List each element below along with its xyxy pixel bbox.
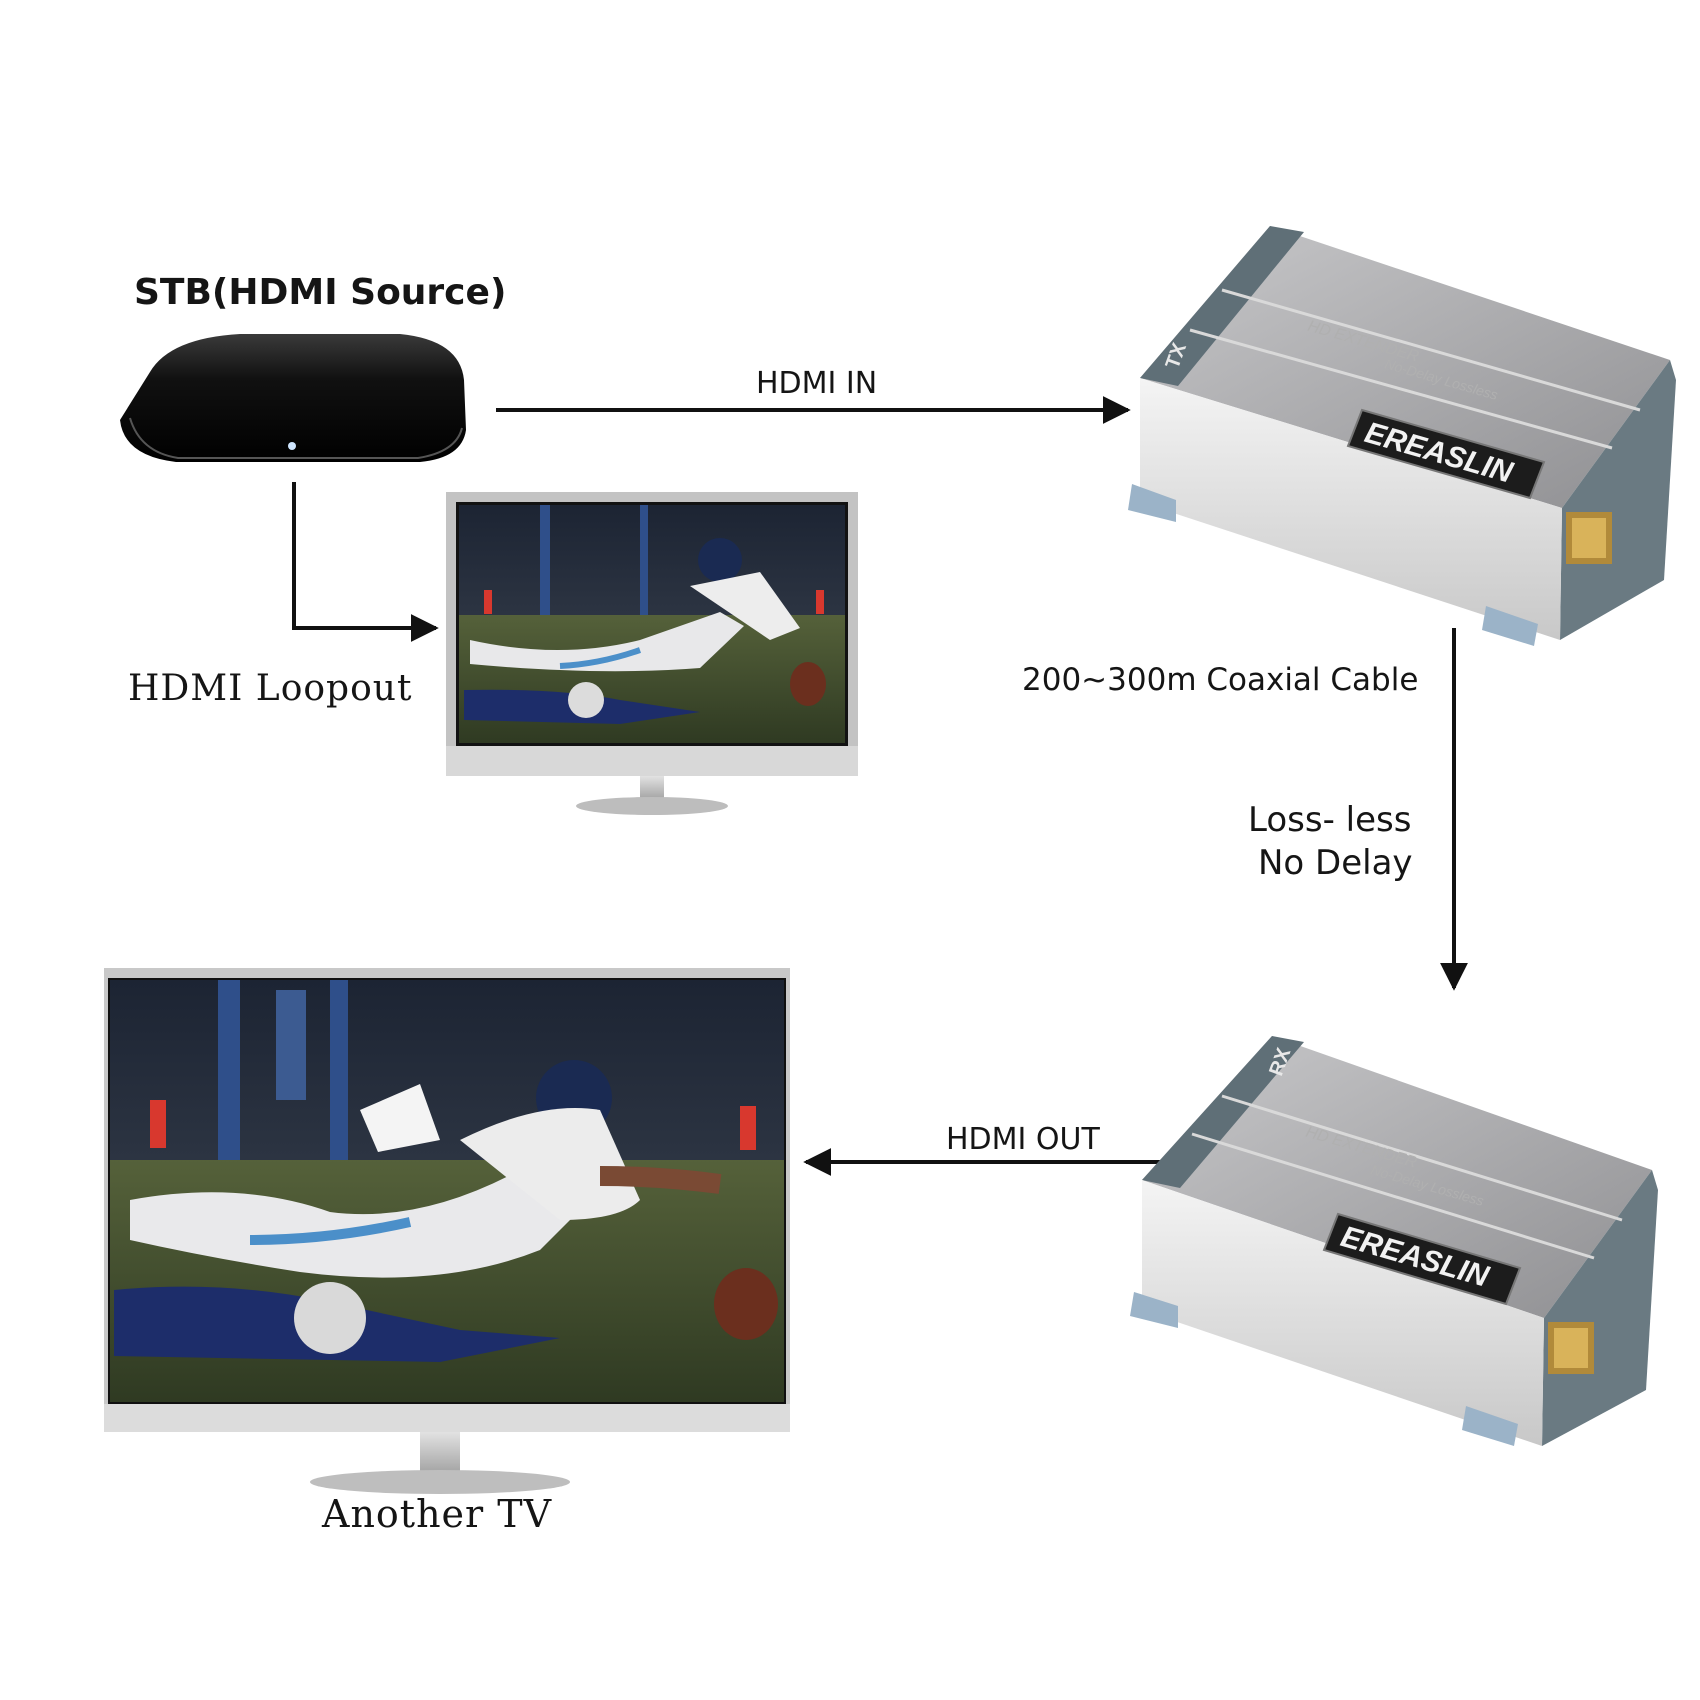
arrow-hdmi-loopout — [292, 482, 439, 642]
loopout-tv — [446, 492, 858, 815]
coax-cable-label: 200~300m Coaxial Cable — [1022, 662, 1419, 698]
another-tv-label: Another TV — [322, 1492, 553, 1536]
another-tv-screen — [110, 980, 784, 1402]
hdmi-loopout-label: HDMI Loopout — [128, 668, 413, 709]
hdmi-in-label: HDMI IN — [756, 366, 878, 401]
hdmi-out-label: HDMI OUT — [946, 1122, 1100, 1157]
no-delay-label: No Delay — [1258, 843, 1413, 883]
loopout-tv-screen — [459, 505, 845, 743]
transmitter-device — [1128, 226, 1676, 646]
receiver-device — [1130, 1036, 1658, 1446]
stb-title: STB(HDMI Source) — [134, 272, 507, 313]
stb-device — [120, 334, 466, 462]
stb-power-led — [288, 442, 296, 450]
another-tv — [104, 968, 790, 1494]
lossless-label: Loss- less — [1248, 800, 1412, 840]
